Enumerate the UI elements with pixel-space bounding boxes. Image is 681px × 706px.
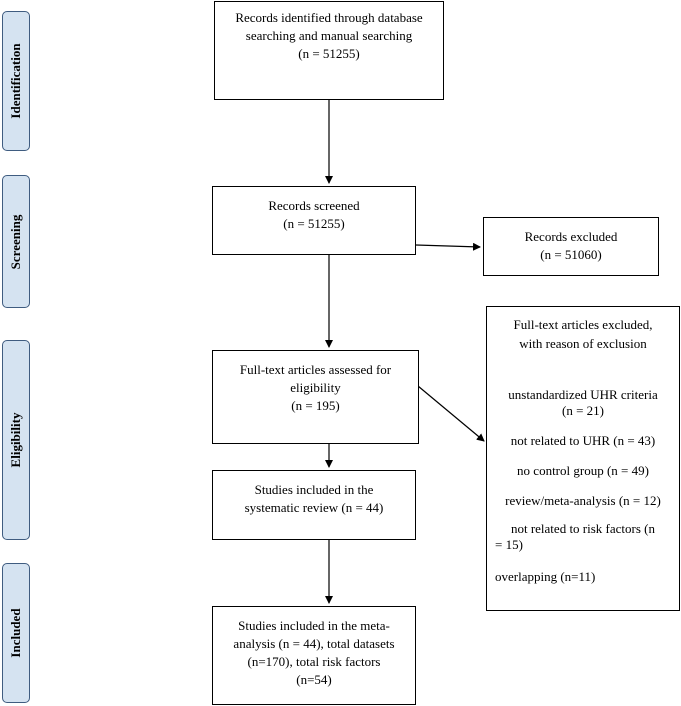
arrow-assessed-to-exclusion [417, 385, 485, 442]
phase-eligibility: Eligibility [2, 340, 30, 540]
exclusion-reason: = 15) [495, 537, 523, 552]
exclusion-reason: review/meta-analysis (n = 12) [505, 493, 661, 508]
box-fulltext-excluded: Full-text articles excluded, with reason… [486, 306, 680, 611]
arrow-screened-to-excluded [415, 242, 481, 251]
phase-screening: Screening [2, 175, 30, 308]
exclusion-heading: Full-text articles excluded, with reason… [513, 317, 653, 351]
box-records-identified: Records identified through database sear… [214, 1, 444, 100]
exclusion-reason: no control group (n = 49) [517, 463, 649, 478]
box-meta-analysis: Studies included in the meta- analysis (… [212, 606, 416, 705]
exclusion-reason: overlapping (n=11) [495, 569, 596, 584]
box-fulltext-assessed: Full-text articles assessed for eligibil… [212, 350, 419, 444]
phase-identification: Identification [2, 11, 30, 151]
exclusion-reason: not related to UHR (n = 43) [510, 433, 656, 448]
box-systematic-review: Studies included in the systematic revie… [212, 470, 416, 540]
phase-included: Included [2, 563, 30, 703]
exclusion-reason: unstandardized UHR criteria (n = 21) [508, 387, 658, 418]
exclusion-reason: not related to risk factors (n [510, 521, 656, 536]
box-records-screened: Records screened (n = 51255) [212, 186, 416, 255]
box-records-excluded: Records excluded (n = 51060) [483, 217, 659, 276]
